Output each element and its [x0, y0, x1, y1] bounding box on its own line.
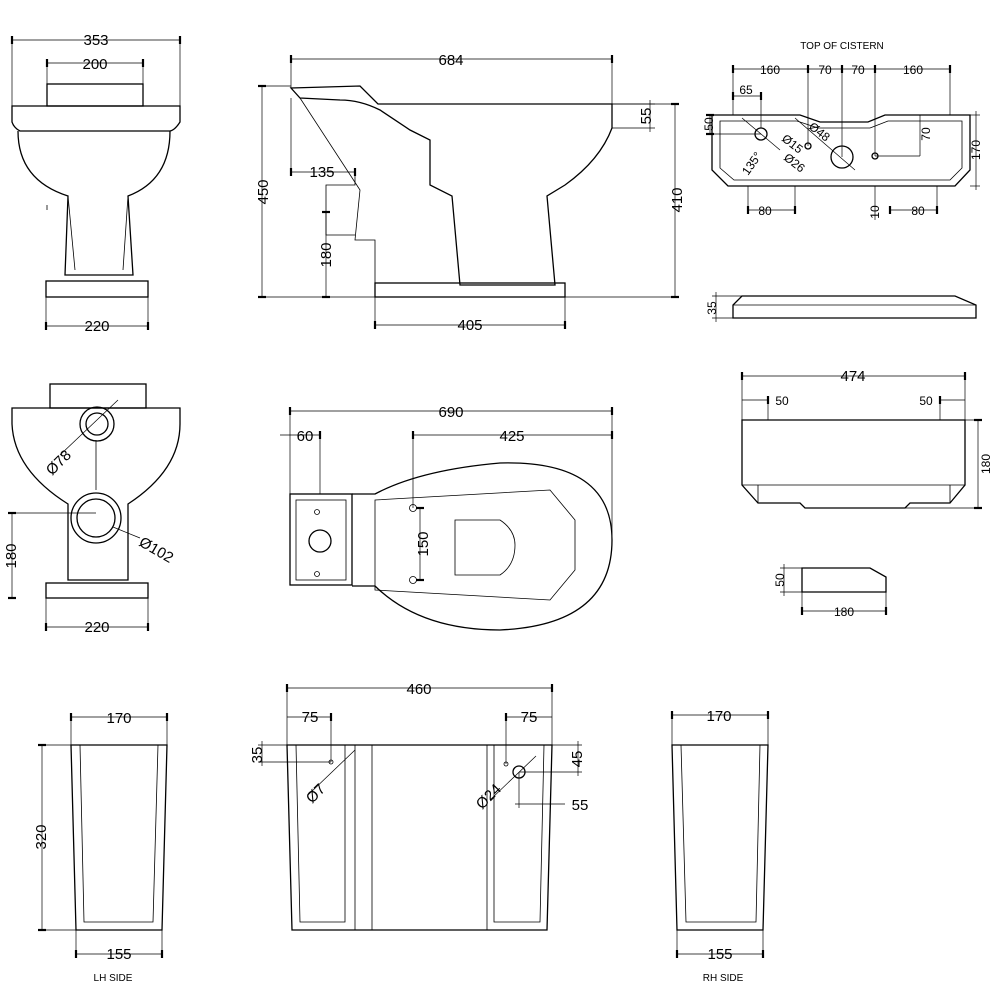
- dim-180-lid: 180: [834, 605, 854, 619]
- cistern-rear-outline: [49, 383, 147, 409]
- dim-d7: Ø7: [303, 781, 329, 807]
- dim-155-rh: 155: [707, 946, 732, 963]
- base-rear-outline: [45, 582, 149, 599]
- base-side-outline: [374, 282, 566, 298]
- cistern-front-outline: [46, 83, 144, 107]
- dim-d102: Ø102: [136, 534, 176, 567]
- dim-10: 10: [868, 205, 882, 219]
- dim-450: 450: [255, 179, 272, 204]
- lid-outline: [732, 295, 977, 319]
- cistern-plan-outline: [289, 493, 353, 586]
- base-outline: [45, 280, 149, 298]
- dim-170-rh: 170: [706, 708, 731, 725]
- bowl-rear-outline: [11, 407, 181, 581]
- hole-d102: [70, 492, 122, 544]
- dim-50-lid: 50: [773, 573, 787, 587]
- dim-80-right: 80: [911, 204, 925, 218]
- rear-elevation: Ø78 Ø102 180 220: [3, 383, 181, 636]
- dim-d78: Ø78: [43, 447, 75, 479]
- dim-180-cistern: 180: [979, 454, 993, 474]
- dim-170: 170: [969, 140, 983, 160]
- plan-view: 690 60 425 150: [280, 404, 614, 631]
- dim-35-back: 35: [249, 747, 266, 764]
- dim-320: 320: [33, 824, 50, 849]
- rh-side-outline: [671, 744, 769, 931]
- dim-70-right: 70: [851, 63, 865, 77]
- dim-65: 65: [739, 83, 753, 97]
- dim-690: 690: [438, 404, 463, 421]
- bowl-outline: [17, 130, 171, 276]
- seat-outline: [11, 105, 181, 132]
- dim-45: 45: [569, 751, 586, 768]
- cistern-front-outline-large: [741, 419, 966, 509]
- dim-d26: Ø26: [781, 150, 808, 175]
- dim-353: 353: [83, 32, 108, 49]
- rh-side-view: 170 155 RH SIDE: [670, 708, 770, 984]
- cistern-lid: 35: [705, 292, 977, 322]
- caption-top-of-cistern: TOP OF CISTERN: [800, 41, 884, 52]
- dim-70-left: 70: [818, 63, 832, 77]
- cistern-top: TOP OF CISTERN 160 70 70 160 65 50 70 17…: [702, 41, 983, 220]
- cistern-top-inner: [719, 120, 963, 181]
- cistern-front: 474 50 50 180: [740, 368, 993, 510]
- front-elevation: 353 200 220: [10, 32, 182, 335]
- dim-155-lh: 155: [106, 946, 131, 963]
- dim-220-top: 220: [84, 318, 109, 335]
- dim-160-left: 160: [760, 63, 780, 77]
- dim-135: 135: [309, 164, 334, 181]
- dim-150: 150: [415, 531, 432, 556]
- pedestal-lines: [46, 195, 129, 271]
- caption-rh-side: RH SIDE: [703, 973, 744, 984]
- bowl-plan-outline: [352, 462, 613, 631]
- dim-684: 684: [438, 52, 463, 69]
- dim-460: 460: [406, 681, 431, 698]
- dim-d48: Ø48: [806, 119, 833, 144]
- bowl-side-outline: [289, 85, 613, 286]
- side-elevation: 684 450 410 55 135 180 405: [255, 52, 686, 334]
- outlet-outline: [325, 172, 356, 236]
- dim-70-inner: 70: [919, 127, 933, 141]
- dim-60: 60: [297, 428, 314, 445]
- dim-55: 55: [638, 108, 655, 125]
- dim-135-deg: 135°: [739, 149, 765, 178]
- dim-200: 200: [82, 56, 107, 73]
- dim-80-left: 80: [758, 204, 772, 218]
- cistern-back-view: 460 75 75 35 Ø7 Ø24 45 55: [249, 681, 589, 931]
- seat-fixing-hole-bottom: [409, 576, 417, 584]
- dim-50-front-left: 50: [775, 394, 789, 408]
- dim-425: 425: [499, 428, 524, 445]
- dim-50-front-right: 50: [919, 394, 933, 408]
- lh-side-view: 170 320 155 LH SIDE: [33, 710, 169, 984]
- dim-474: 474: [840, 368, 865, 385]
- hole-d78: [79, 406, 115, 442]
- plan-outlet-hole: [308, 529, 332, 553]
- dim-180-rear: 180: [3, 543, 20, 568]
- dim-405: 405: [457, 317, 482, 334]
- dim-50-left: 50: [702, 117, 716, 131]
- caption-lh-side: LH SIDE: [94, 973, 133, 984]
- cistern-lid-side: 50 180: [773, 564, 888, 619]
- dim-55-back: 55: [572, 797, 589, 814]
- dim-75-right: 75: [521, 709, 538, 726]
- dim-160-right: 160: [903, 63, 923, 77]
- dim-35-lid: 35: [705, 301, 719, 315]
- cistern-back-outline: [286, 744, 553, 931]
- lid-side-outline: [801, 567, 887, 593]
- seat-plan-outline: [374, 489, 576, 601]
- trap-outline: [299, 97, 376, 285]
- dim-220-mid: 220: [84, 619, 109, 636]
- dim-75-left: 75: [302, 709, 319, 726]
- lh-side-outline: [70, 744, 168, 931]
- dim-410: 410: [669, 187, 686, 212]
- dim-170-lh: 170: [106, 710, 131, 727]
- bowl-opening: [454, 519, 516, 576]
- dim-d24: Ø24: [473, 781, 505, 813]
- dim-180-outlet: 180: [318, 242, 335, 267]
